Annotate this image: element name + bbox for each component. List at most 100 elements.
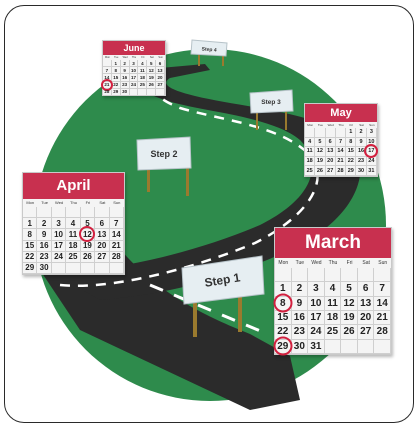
calendar-day: 13 — [95, 229, 109, 240]
weekday-label: Tue — [292, 258, 309, 268]
calendar-day: 12 — [341, 297, 358, 311]
calendar-day: 27 — [358, 325, 375, 339]
calendar-day: 21 — [103, 82, 112, 89]
calendar-month: April — [23, 173, 124, 199]
calendar-day: 20 — [95, 241, 109, 252]
june-calendar: June MonTueWedThuFriSatSun 1234567891011… — [102, 40, 166, 96]
weekday-label: Sun — [110, 199, 124, 207]
calendar-day: 31 — [308, 340, 325, 354]
calendar-day: 5 — [341, 282, 358, 296]
calendar-day: 6 — [156, 60, 165, 67]
calendar-day: 5 — [147, 60, 156, 67]
calendar-day: 26 — [147, 82, 156, 89]
calendar-day: 12 — [315, 147, 325, 157]
day-grid: 1234567891011121314151617181920212223242… — [23, 207, 124, 274]
weekday-label: Fri — [81, 199, 95, 207]
weekday-label: Tue — [37, 199, 51, 207]
weekday-row: MonTueWedThuFriSatSun — [23, 199, 124, 207]
calendar-day: 12 — [81, 229, 95, 240]
calendar-day: 23 — [37, 252, 51, 263]
calendar-day: 9 — [292, 297, 309, 311]
calendar-day — [275, 268, 292, 282]
calendar-day: 1 — [346, 128, 356, 138]
calendar-day: 16 — [37, 241, 51, 252]
calendar-day: 15 — [112, 74, 121, 81]
weekday-label: Mon — [275, 258, 292, 268]
calendar-day: 30 — [292, 340, 309, 354]
calendar-day: 9 — [356, 138, 366, 148]
calendar-day: 18 — [325, 311, 342, 325]
calendar-day: 18 — [66, 241, 80, 252]
calendar-day: 8 — [346, 138, 356, 148]
calendar-day: 10 — [308, 297, 325, 311]
calendar-day: 8 — [275, 297, 292, 311]
calendar-day: 30 — [37, 263, 51, 274]
calendar-day: 3 — [367, 128, 377, 138]
calendar-month: May — [305, 104, 377, 122]
calendar-day: 20 — [358, 311, 375, 325]
calendar-day: 3 — [308, 282, 325, 296]
calendar-day: 22 — [23, 252, 37, 263]
calendar-day: 9 — [37, 229, 51, 240]
calendar-day: 1 — [112, 60, 121, 67]
calendar-day — [325, 340, 342, 354]
calendar-day: 4 — [138, 60, 147, 67]
calendar-day: 7 — [336, 138, 346, 148]
calendar-day: 11 — [305, 147, 315, 157]
calendar-day: 18 — [305, 157, 315, 167]
calendar-day: 28 — [103, 89, 112, 96]
calendar-day: 15 — [23, 241, 37, 252]
weekday-label: Thu — [66, 199, 80, 207]
calendar-day: 10 — [52, 229, 66, 240]
calendar-day: 27 — [326, 166, 336, 176]
calendar-day: 9 — [121, 67, 130, 74]
calendar-day: 25 — [138, 82, 147, 89]
calendar-day: 30 — [356, 166, 366, 176]
calendar-day: 28 — [336, 166, 346, 176]
weekday-label: Thu — [325, 258, 342, 268]
calendar-day: 7 — [110, 218, 124, 229]
calendar-day: 14 — [110, 229, 124, 240]
calendar-day: 27 — [156, 82, 165, 89]
calendar-day — [341, 268, 358, 282]
calendar-day: 7 — [103, 67, 112, 74]
calendar-day: 29 — [112, 89, 121, 96]
calendar-day: 6 — [326, 138, 336, 148]
calendar-day — [147, 89, 156, 96]
calendar-day: 19 — [315, 157, 325, 167]
calendar-day: 24 — [130, 82, 139, 89]
calendar-day: 28 — [110, 252, 124, 263]
calendar-day: 19 — [341, 311, 358, 325]
calendar-day — [23, 207, 37, 218]
calendar-day: 11 — [138, 67, 147, 74]
calendar-day: 26 — [81, 252, 95, 263]
calendar-day — [81, 263, 95, 274]
calendar-day: 13 — [156, 67, 165, 74]
calendar-day: 25 — [66, 252, 80, 263]
calendar-day: 13 — [326, 147, 336, 157]
calendar-day — [95, 263, 109, 274]
calendar-day — [52, 207, 66, 218]
calendar-day — [81, 207, 95, 218]
calendar-day: 26 — [341, 325, 358, 339]
calendar-day — [103, 60, 112, 67]
calendar-day: 30 — [121, 89, 130, 96]
weekday-label: Sat — [358, 258, 375, 268]
calendar-day: 15 — [346, 147, 356, 157]
calendar-day: 3 — [52, 218, 66, 229]
calendar-day — [110, 207, 124, 218]
calendar-day — [130, 89, 139, 96]
calendar-day — [358, 268, 375, 282]
calendar-day: 23 — [292, 325, 309, 339]
calendar-day: 26 — [315, 166, 325, 176]
calendar-day — [156, 89, 165, 96]
calendar-day — [292, 268, 309, 282]
calendar-day — [358, 340, 375, 354]
step-2-label: Step 2 — [150, 149, 177, 159]
calendar-day: 22 — [112, 82, 121, 89]
calendar-day — [341, 340, 358, 354]
